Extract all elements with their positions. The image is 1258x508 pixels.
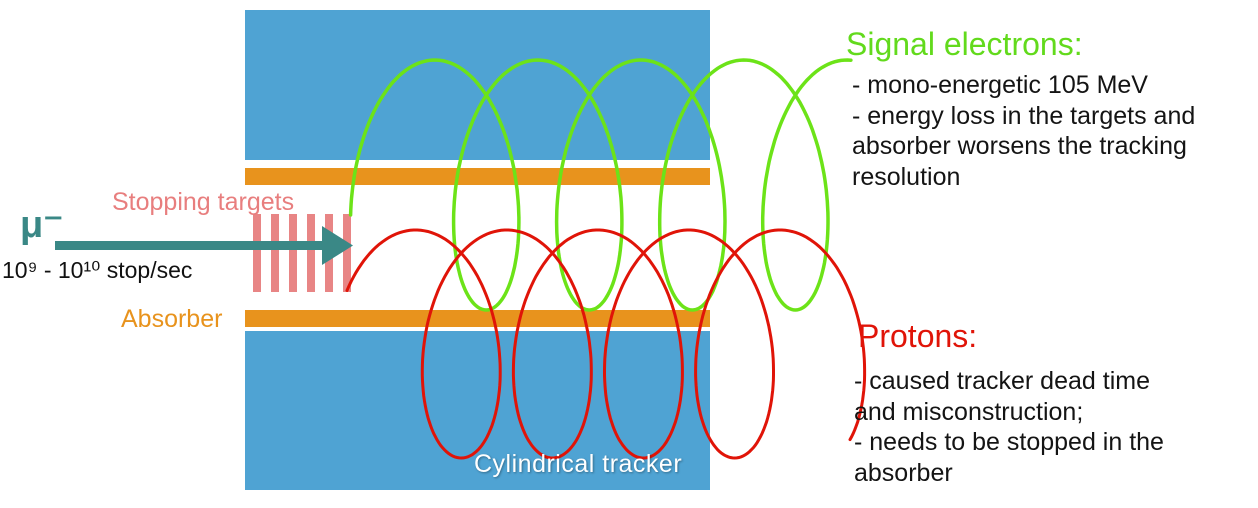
tracker-lower-block: [245, 331, 710, 490]
absorber-upper-bar: [245, 168, 710, 185]
stopping-target-bar: [271, 214, 279, 292]
muon-beam-arrowhead: [322, 226, 353, 265]
stopping-target-bar: [289, 214, 297, 292]
protons-title: Protons:: [858, 318, 978, 354]
stopping-target-bar: [253, 214, 261, 292]
absorber-lower-bar: [245, 310, 710, 327]
signal-electron-helix: [348, 58, 853, 312]
proton-helix: [345, 228, 867, 460]
absorber-label: Absorber: [121, 305, 223, 333]
stopping-targets-label: Stopping targets: [112, 188, 295, 216]
stopping-target-bar: [343, 214, 351, 292]
cylindrical-tracker-label: Cylindrical tracker: [474, 450, 683, 478]
muon-beam-arrow: [55, 226, 353, 265]
protons-notes: - caused tracker dead time and misconstr…: [854, 367, 1164, 487]
stop-rate-label: 10⁹ - 10¹⁰ stop/sec: [2, 257, 193, 283]
signal-electrons-notes: - mono-energetic 105 MeV - energy loss i…: [852, 71, 1196, 191]
signal-electrons-title: Signal electrons:: [846, 26, 1083, 62]
muon-beam-shaft: [55, 241, 327, 250]
stopping-target-bar: [307, 214, 315, 292]
muon-particle-label: μ⁻: [20, 204, 64, 246]
